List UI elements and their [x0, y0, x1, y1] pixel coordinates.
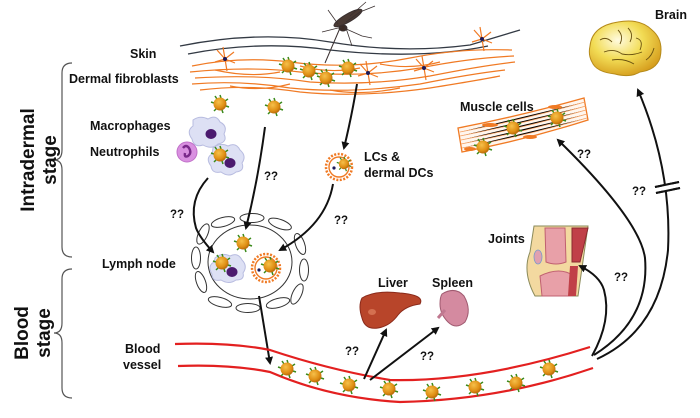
arrow-blood-to-liver [363, 328, 388, 380]
neutrophils-label: Neutrophils [90, 145, 159, 159]
liver-label: Liver [378, 276, 408, 290]
blood-vessel [174, 342, 594, 404]
lymph-node-dendritic-cell [250, 252, 282, 284]
virus-particle [465, 377, 485, 397]
lcs-label-line2: dermal DCs [364, 166, 434, 180]
virus-particle [233, 233, 253, 253]
brain-label: Brain [655, 8, 687, 22]
arrow-blood-to-joints [578, 265, 608, 357]
lcs-label-line1: LCs & [364, 150, 400, 164]
arrow-blood-to-spleen [369, 326, 440, 381]
svg-text:stage: stage [40, 135, 61, 185]
virus-particle [379, 379, 399, 399]
virus-particle [305, 366, 325, 386]
muscle-cell-icon [457, 97, 589, 157]
arrow-virus-to-lymph [243, 126, 266, 230]
arrow-dc-to-lymph [278, 183, 334, 251]
unknown-marker: ?? [334, 215, 348, 227]
lymph-node-macrophage [209, 253, 246, 283]
macrophages-label: Macrophages [90, 119, 171, 133]
infected-macrophage-icon [207, 143, 245, 176]
dermal-fibroblasts-label: Dermal fibroblasts [69, 72, 179, 86]
arrow-lymph-to-blood [258, 295, 273, 365]
intradermal-stage-label: Intradermal stage [18, 108, 61, 211]
unknown-marker: ?? [614, 272, 628, 284]
dermal-fibroblast-layer [189, 26, 516, 95]
macrophage-icon [188, 116, 226, 148]
arrow-macrophage-to-lymph [192, 177, 215, 254]
unknown-marker: ?? [170, 209, 184, 221]
svg-text:Blood: Blood [12, 306, 33, 360]
joints-label: Joints [488, 232, 525, 246]
unknown-marker: ?? [420, 351, 434, 363]
lymph-node-label: Lymph node [102, 257, 176, 271]
liver-icon [359, 291, 422, 329]
blood-vessel-label-line1: Blood [125, 342, 160, 356]
arrow-dermis-to-dc [341, 83, 358, 150]
virus-particle [277, 359, 297, 379]
virus-particle [316, 68, 336, 88]
intradermal-brace [53, 62, 73, 258]
virus-particle [210, 94, 230, 114]
spleen-label: Spleen [432, 276, 473, 290]
blood-brace [53, 268, 73, 399]
muscle-cells-label: Muscle cells [460, 100, 534, 114]
skin-label: Skin [130, 47, 156, 61]
unknown-marker: ?? [345, 346, 359, 358]
virus-particle [339, 375, 359, 395]
virus-particle [278, 56, 298, 76]
blood-vessel-label-line2: vessel [123, 358, 161, 372]
lymph-node [191, 213, 309, 313]
brain-icon [588, 20, 662, 77]
joint-icon [526, 225, 589, 297]
arrow-blood-to-muscle [556, 138, 647, 356]
dendritic-cell-icon [324, 152, 354, 182]
virus-particle [264, 97, 284, 117]
virus-particle [422, 382, 442, 402]
unknown-marker: ?? [264, 171, 278, 183]
svg-text:stage: stage [34, 308, 55, 358]
blood-stage-label: Blood stage [12, 306, 55, 360]
virus-particle [539, 359, 559, 379]
virus-particle [506, 373, 526, 393]
neutrophil-icon [176, 141, 198, 163]
arrow-blood-to-brain [596, 88, 670, 360]
svg-text:Intradermal: Intradermal [18, 108, 39, 211]
mosquito-icon [321, 1, 376, 64]
unknown-marker: ?? [632, 186, 646, 198]
spleen-icon [436, 290, 469, 327]
unknown-marker: ?? [577, 149, 591, 161]
